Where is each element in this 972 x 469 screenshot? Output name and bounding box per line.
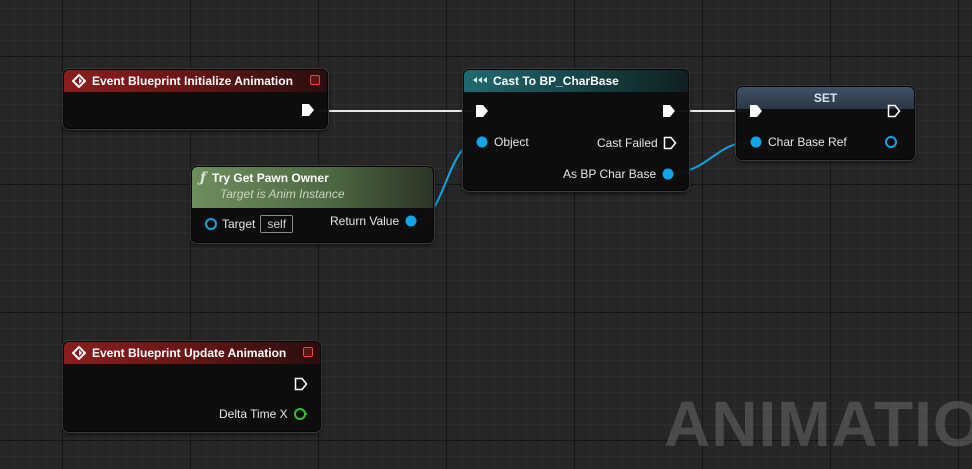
char-base-ref-out-pin[interactable] bbox=[884, 135, 898, 149]
node-header[interactable]: ƒ Try Get Pawn Owner Target is Anim Inst… bbox=[192, 167, 433, 208]
exec-out-pin[interactable] bbox=[887, 104, 901, 118]
exec-out-pin[interactable] bbox=[662, 104, 676, 118]
cast-failed-label: Cast Failed bbox=[597, 136, 658, 150]
node-init-event[interactable]: Event Blueprint Initialize Animation bbox=[63, 69, 328, 129]
graph-watermark: ANIMATION bbox=[664, 388, 972, 460]
function-icon: ƒ bbox=[200, 170, 207, 186]
target-label: Target bbox=[222, 217, 256, 231]
node-header[interactable]: SET bbox=[737, 87, 914, 109]
char-base-ref-in-pin[interactable] bbox=[749, 135, 763, 149]
node-title: Try Get Pawn Owner bbox=[212, 171, 329, 185]
node-try-get-pawn-owner[interactable]: ƒ Try Get Pawn Owner Target is Anim Inst… bbox=[191, 166, 434, 243]
cast-arrow-icon bbox=[472, 74, 488, 88]
delta-time-pin[interactable] bbox=[293, 407, 307, 421]
cast-failed-pin-row[interactable]: Cast Failed bbox=[597, 136, 677, 150]
return-pin-row[interactable]: Return Value bbox=[330, 214, 418, 228]
node-update-event[interactable]: Event Blueprint Update Animation Delta T… bbox=[63, 341, 321, 432]
return-label: Return Value bbox=[330, 214, 400, 228]
char-base-ref-pin-row[interactable]: Char Base Ref bbox=[749, 135, 847, 149]
node-cast-to-bp-charbase[interactable]: Cast To BP_CharBase Object Cast Failed A… bbox=[463, 69, 689, 191]
target-value[interactable]: self bbox=[260, 215, 294, 233]
as-bp-char-base-label: As BP Char Base bbox=[563, 167, 657, 181]
char-base-ref-label: Char Base Ref bbox=[768, 135, 847, 149]
stop-icon bbox=[303, 347, 313, 357]
node-title: SET bbox=[813, 91, 838, 105]
as-bp-char-base-pin[interactable] bbox=[661, 167, 675, 181]
delta-time-pin-row[interactable]: Delta Time X bbox=[219, 407, 307, 421]
node-title: Event Blueprint Initialize Animation bbox=[92, 74, 293, 88]
return-pin[interactable] bbox=[404, 214, 418, 228]
node-header[interactable]: Event Blueprint Update Animation bbox=[64, 342, 320, 364]
node-header[interactable]: Event Blueprint Initialize Animation bbox=[64, 70, 327, 92]
exec-in-pin[interactable] bbox=[749, 104, 763, 118]
stop-icon bbox=[310, 75, 320, 85]
object-pin-row[interactable]: Object bbox=[475, 135, 529, 149]
cast-failed-exec-pin[interactable] bbox=[663, 136, 677, 150]
exec-out-pin[interactable] bbox=[301, 103, 315, 117]
target-pin[interactable] bbox=[204, 217, 218, 231]
exec-in-pin[interactable] bbox=[475, 104, 489, 118]
as-bp-char-base-pin-row[interactable]: As BP Char Base bbox=[563, 167, 675, 181]
object-label: Object bbox=[494, 135, 529, 149]
node-header[interactable]: Cast To BP_CharBase bbox=[464, 70, 688, 92]
node-title: Cast To BP_CharBase bbox=[493, 74, 619, 88]
event-diamond-icon bbox=[72, 346, 86, 360]
target-pin-row[interactable]: Target self bbox=[204, 215, 294, 233]
exec-out-pin[interactable] bbox=[294, 377, 308, 391]
delta-time-label: Delta Time X bbox=[219, 407, 288, 421]
node-title: Event Blueprint Update Animation bbox=[92, 346, 287, 360]
object-pin[interactable] bbox=[475, 135, 489, 149]
event-diamond-icon bbox=[72, 74, 86, 88]
node-subtitle: Target is Anim Instance bbox=[220, 187, 345, 201]
node-set-char-base-ref[interactable]: SET Char Base Ref bbox=[736, 86, 915, 160]
